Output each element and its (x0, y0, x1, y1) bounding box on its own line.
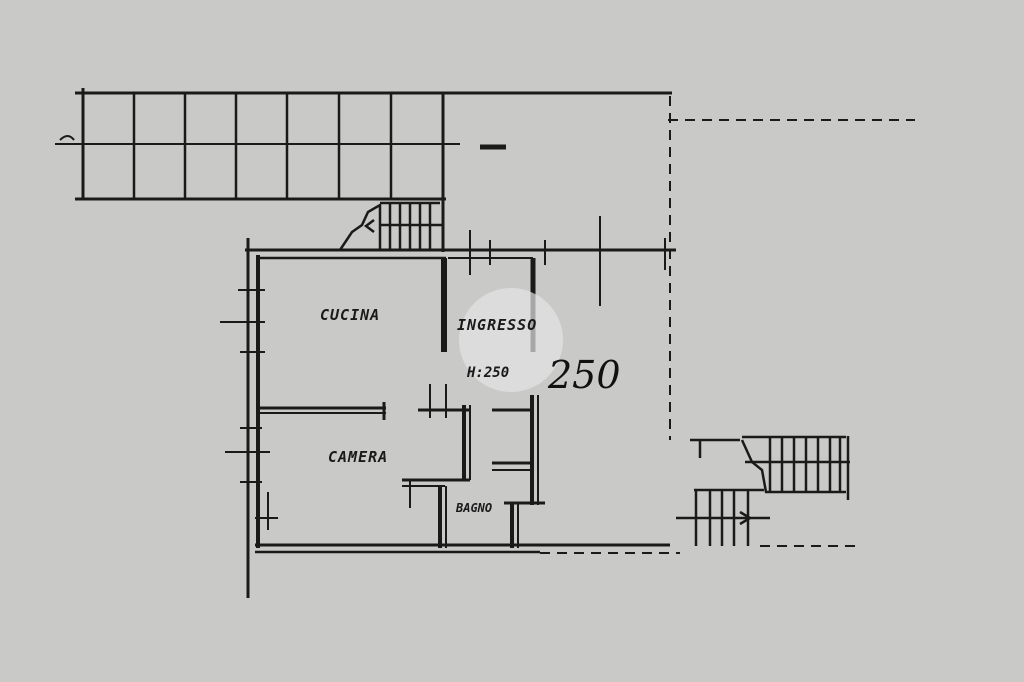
interior-walls (258, 384, 545, 548)
lower-stair (363, 219, 850, 546)
dashed-boundary (540, 96, 915, 554)
height-note: H:250 (466, 365, 509, 381)
left-wall-ticks (220, 289, 278, 530)
room-label-ingresso: INGRESSO (457, 316, 537, 334)
main-walls (245, 216, 676, 598)
room-label-cucina: CUCINA (320, 306, 380, 324)
watermark-circle (459, 288, 563, 392)
room-label-bagno: BAGNO (455, 501, 492, 515)
room-label-camera: CAMERA (328, 448, 388, 466)
terrace-grid (55, 88, 672, 252)
handwritten-number: 250 (547, 353, 621, 397)
upper-stair (338, 201, 442, 251)
